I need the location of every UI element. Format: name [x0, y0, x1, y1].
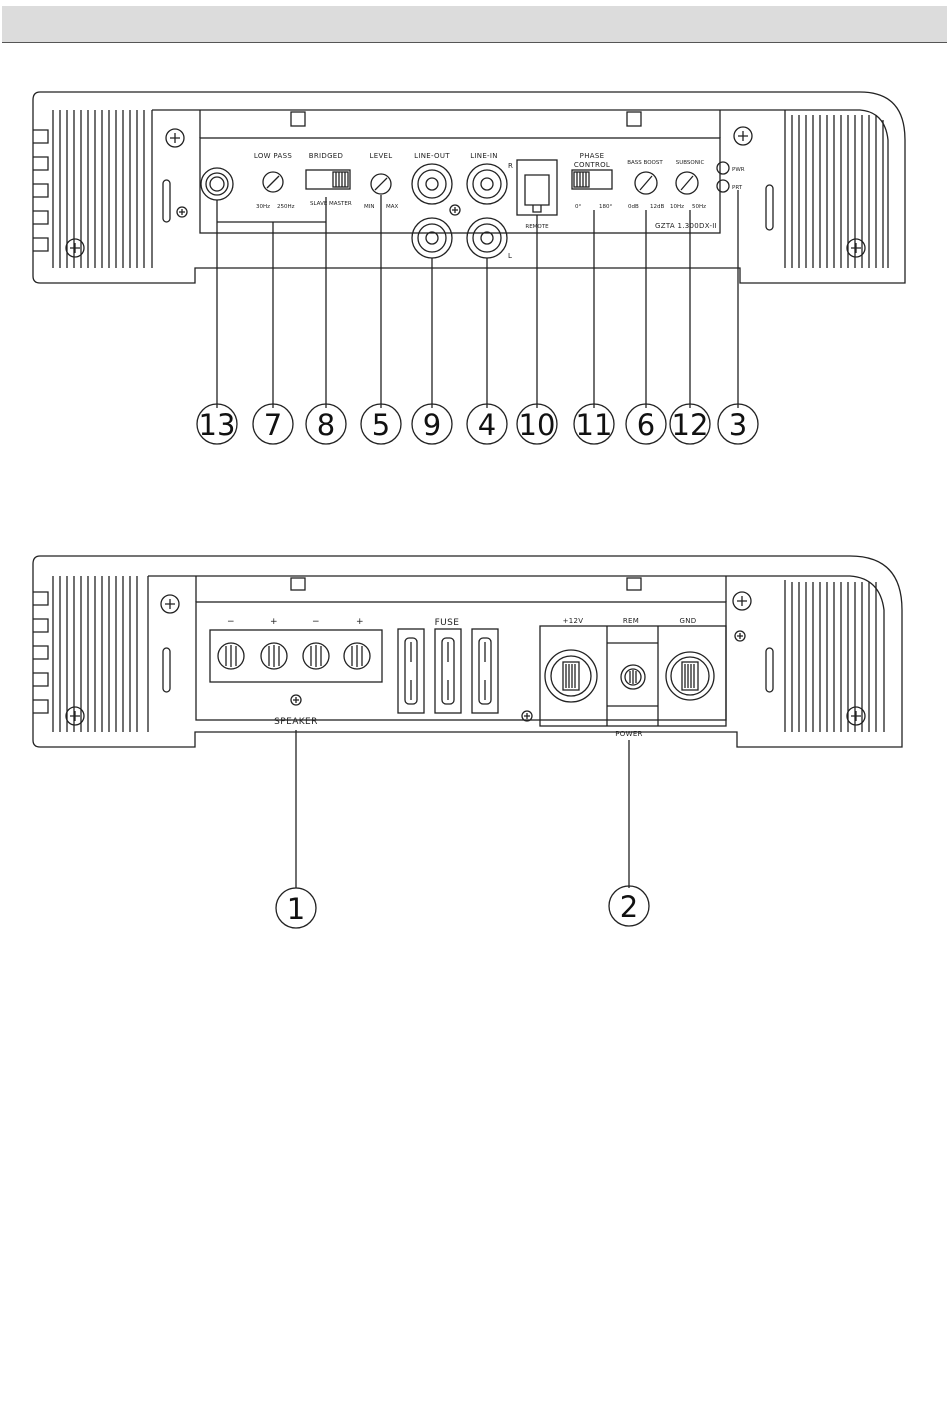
speaker-plus-label: +: [270, 617, 278, 627]
remote-label: REMOTE: [525, 224, 549, 230]
remote-port[interactable]: [517, 160, 557, 215]
callout-7: 7: [264, 408, 282, 442]
vent-slot: [766, 648, 773, 692]
subsonic-min-label: 10Hz: [670, 204, 684, 210]
power-led: [717, 162, 729, 174]
speaker-terminal-neg-1[interactable]: [218, 643, 244, 669]
callout-13: 13: [199, 408, 236, 442]
phase-0-label: 0°: [575, 204, 581, 210]
prt-label: PRT: [732, 185, 743, 191]
bottom-panel: [33, 556, 902, 928]
speaker-terminal-pos-2[interactable]: [344, 643, 370, 669]
master-label: MASTER: [329, 201, 352, 207]
remote-terminal[interactable]: [621, 665, 645, 689]
protect-led: [717, 180, 729, 192]
model-label: GZTA 1.300DX-II: [655, 222, 717, 230]
line-out-rca-bottom[interactable]: [412, 218, 452, 258]
vent-slot: [163, 180, 170, 222]
fuse-3[interactable]: [472, 629, 498, 713]
gnd-label: GND: [680, 617, 697, 625]
l-channel-label: L: [508, 252, 512, 260]
low-pass-label: LOW PASS: [254, 152, 292, 160]
speaker-plus-label: +: [356, 617, 364, 627]
heatsink-fins-left: [33, 576, 137, 732]
low-pass-knob[interactable]: [263, 172, 283, 192]
speaker-minus-label: −: [227, 617, 235, 627]
callout-8: 8: [317, 408, 335, 442]
callout-6: 6: [637, 408, 655, 442]
chassis-inner-line: [152, 110, 888, 268]
callout-11: 11: [576, 408, 613, 442]
level-label: LEVEL: [370, 152, 393, 160]
screw: [166, 129, 184, 147]
subsonic-max-label: 50Hz: [692, 204, 706, 210]
heatsink-fins-left: [33, 110, 144, 268]
phase-control-switch[interactable]: [572, 170, 612, 189]
fuse-label: FUSE: [435, 618, 460, 628]
bass-boost-label: BASS BOOST: [627, 160, 663, 166]
bass-boost-min-label: 0dB: [628, 204, 639, 210]
line-in-rca-left[interactable]: [467, 218, 507, 258]
phase-180-label: 180°: [599, 204, 612, 210]
screw-small: [735, 631, 745, 641]
speaker-minus-label: −: [312, 617, 320, 627]
speaker-terminal-pos-1[interactable]: [261, 643, 287, 669]
heatsink-fins-right: [792, 115, 883, 268]
subsonic-label: SUBSONIC: [676, 160, 705, 166]
speaker-terminal-neg-2[interactable]: [303, 643, 329, 669]
screw-small: [450, 205, 460, 215]
vent-slot: [766, 185, 773, 230]
bass-remote-jack[interactable]: [201, 168, 233, 200]
ground-terminal[interactable]: [666, 652, 714, 700]
mount-tab: [627, 578, 641, 590]
heatsink-fins-right: [792, 582, 876, 732]
vent-slot: [163, 648, 170, 692]
power-12v-terminal[interactable]: [545, 650, 597, 702]
mount-tab: [627, 112, 641, 126]
line-out-label: LINE-OUT: [414, 152, 450, 160]
level-min-label: MIN: [364, 204, 374, 210]
control-label: CONTROL: [574, 161, 610, 169]
pwr-label: PWR: [732, 167, 745, 173]
line-in-rca-right[interactable]: [467, 164, 507, 204]
callout-2: 2: [620, 890, 638, 924]
bridged-switch[interactable]: [306, 170, 350, 189]
bass-boost-knob[interactable]: [635, 172, 657, 194]
bridged-label: BRIDGED: [309, 152, 343, 160]
callout-4: 4: [478, 408, 496, 442]
callout-12: 12: [672, 408, 709, 442]
chassis-outline: [33, 92, 905, 283]
screw: [734, 127, 752, 145]
slave-label: SLAVE: [310, 201, 328, 207]
level-max-label: MAX: [386, 204, 399, 210]
fuse-2[interactable]: [435, 629, 461, 713]
bass-boost-max-label: 12dB: [650, 204, 664, 210]
line-out-rca-top[interactable]: [412, 164, 452, 204]
mount-tab: [291, 112, 305, 126]
low-pass-min-label: 30Hz: [256, 204, 270, 210]
low-pass-max-label: 250Hz: [277, 204, 295, 210]
line-in-label: LINE-IN: [470, 152, 498, 160]
fuse-1[interactable]: [398, 629, 424, 713]
subsonic-knob[interactable]: [676, 172, 698, 194]
callout-3: 3: [729, 408, 747, 442]
screw: [161, 595, 179, 613]
power-label: POWER: [615, 730, 642, 738]
r-channel-label: R: [508, 162, 513, 170]
speaker-label: SPEAKER: [274, 717, 318, 727]
mount-tab: [291, 578, 305, 590]
rem-label: REM: [623, 617, 639, 625]
callout-9: 9: [423, 408, 441, 442]
12v-label: +12V: [563, 617, 584, 625]
callout-10: 10: [519, 408, 556, 442]
screw-small: [291, 695, 301, 705]
top-panel: [33, 92, 905, 408]
screw: [733, 592, 751, 610]
phase-label: PHASE: [580, 152, 605, 160]
screw-small: [177, 207, 187, 217]
level-knob[interactable]: [371, 174, 391, 194]
callout-5: 5: [372, 408, 390, 442]
callout-1: 1: [287, 892, 305, 926]
